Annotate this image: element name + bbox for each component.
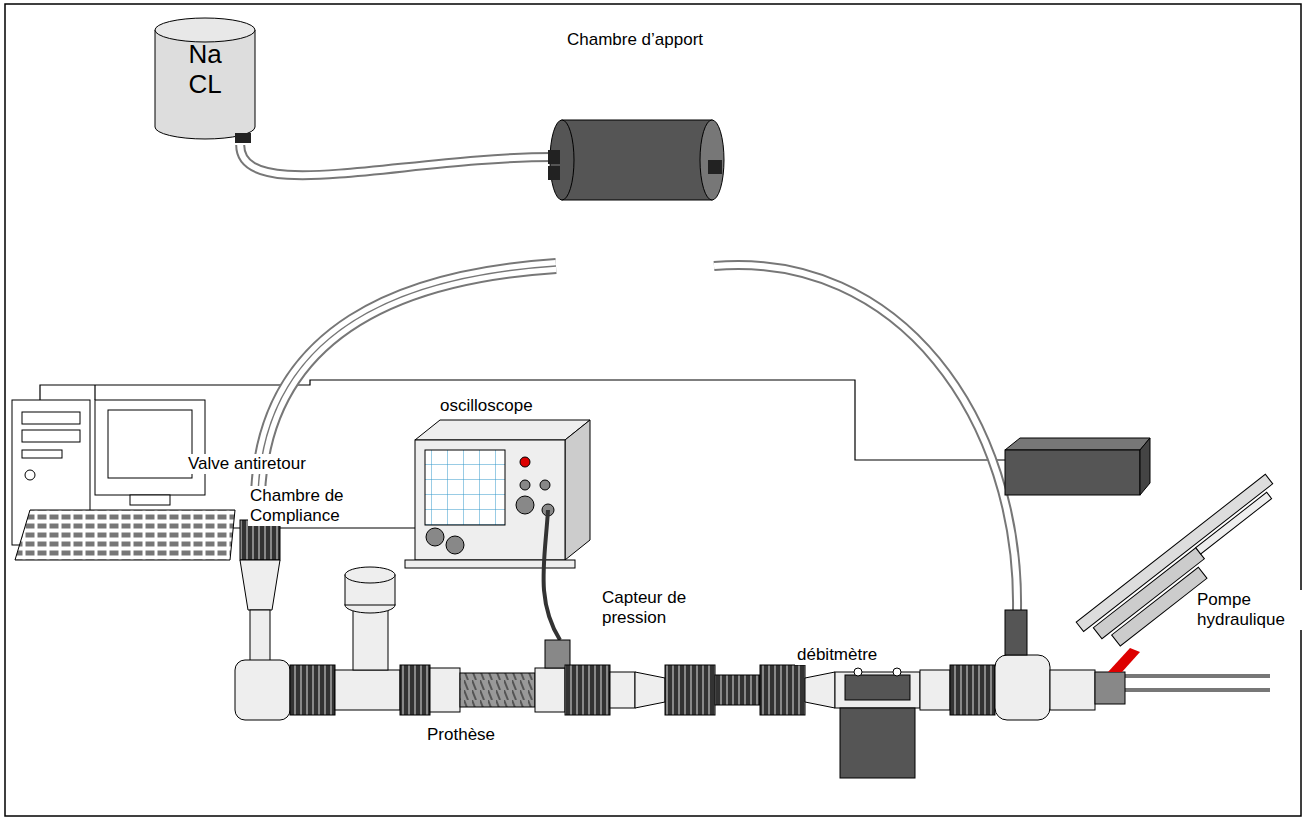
cylinder-outline [540,30,730,215]
part-label: Valve antiretour [186,454,308,474]
saline-tank: Na CL [150,15,260,145]
part-label: Capteur de pression [600,588,724,628]
tank-label: Na CL [188,15,221,99]
supply-chamber: Chambre d’apport [540,30,730,215]
part-label: débitmètre [795,645,879,665]
part-label: Pompe hydraulique [1195,590,1307,630]
part-label: Chambre de Compliance [248,486,362,526]
part-label: oscilloscope [438,396,535,416]
chamber-label: Chambre d’apport [540,30,730,50]
part-label: Prothèse [425,725,497,745]
tube-connector [240,145,554,175]
